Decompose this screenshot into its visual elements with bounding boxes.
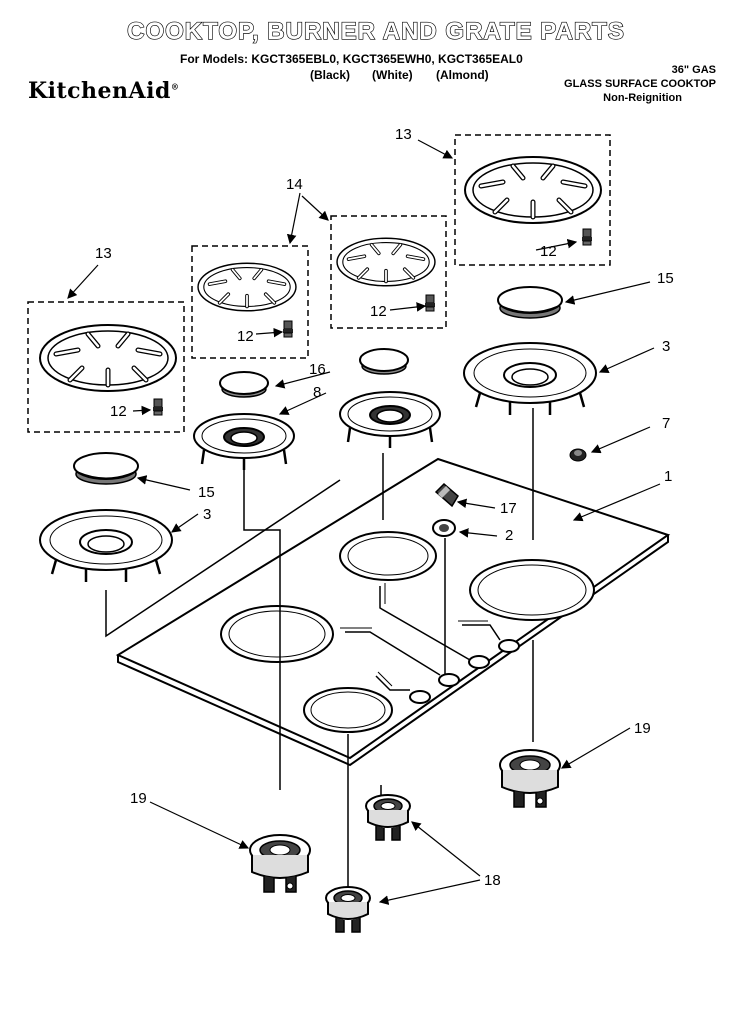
callout-bezel: 2: [505, 527, 513, 544]
control-knob: [434, 482, 459, 508]
callout-cap-large-right: 15: [657, 270, 674, 287]
brand-name: KitchenAid: [28, 78, 171, 104]
cooktop-glass: [115, 457, 671, 767]
guide-lines: [105, 408, 534, 895]
callout-grate-large-left: 13: [95, 245, 112, 262]
models-line: For Models: KGCT365EBL0, KGCT365EWH0, KG…: [180, 52, 523, 66]
burner-base-small-upper: [365, 794, 411, 841]
burner-base-left: [249, 834, 311, 893]
variant-almond: (Almond): [436, 68, 489, 82]
callout-head-small: 8: [313, 384, 321, 401]
variant-white: (White): [372, 68, 413, 82]
screw-part-small-right: [424, 294, 436, 312]
desc-line-1: 36" GAS: [671, 64, 716, 76]
callout-grates-small: 14: [286, 176, 303, 193]
hex-nut: [569, 448, 587, 462]
callout-cap-large-left: 15: [198, 484, 215, 501]
desc-line-2: GLASS SURFACE COOKTOP: [564, 78, 716, 90]
brand-logo: KitchenAid®: [28, 78, 179, 104]
callout-grate-large-right: 13: [395, 126, 412, 143]
callout-screw-small-right: 12: [370, 303, 387, 320]
burner-cap-large-right: [497, 286, 563, 319]
callout-base-left: 19: [130, 790, 147, 807]
burner-cap-small-right: [359, 348, 409, 375]
page-title: COOKTOP, BURNER AND GRATE PARTS: [126, 17, 625, 45]
leader-lines: [67, 139, 661, 905]
callout-base-right: 19: [634, 720, 651, 737]
callout-cap-small: 16: [309, 361, 326, 378]
callout-cooktop: 1: [664, 468, 672, 485]
burner-base-right: [499, 749, 561, 808]
grate-box-small-right: [330, 215, 447, 329]
burner-head-small-left: [192, 412, 296, 472]
callout-screw-left: 12: [110, 403, 127, 420]
grate-box-left: [27, 301, 185, 433]
burner-cap-large-left: [73, 452, 139, 485]
desc-line-3: Non-Reignition: [603, 92, 682, 104]
screw-part-right: [581, 228, 593, 246]
callout-nut: 7: [662, 415, 670, 432]
callout-screw-small-left: 12: [237, 328, 254, 345]
burner-cap-small-left: [219, 371, 269, 398]
callout-knob: 17: [500, 500, 517, 517]
callout-head-large-right: 3: [662, 338, 670, 355]
burner-base-small-lower: [325, 886, 371, 933]
screw-part-left: [152, 398, 164, 416]
brand-mark: ®: [170, 81, 180, 92]
callout-head-large-left: 3: [203, 506, 211, 523]
grate-box-right: [454, 134, 611, 266]
grate-box-small-left: [191, 245, 309, 359]
knob-bezel: [432, 519, 456, 537]
burner-head-large-right: [462, 341, 598, 417]
variant-black: (Black): [310, 68, 351, 82]
screw-part-small-left: [282, 320, 294, 338]
burner-head-small-right: [338, 390, 442, 450]
burner-head-large-left: [38, 508, 174, 584]
callout-base-small: 18: [484, 872, 501, 889]
callout-screw-right: 12: [540, 243, 557, 260]
